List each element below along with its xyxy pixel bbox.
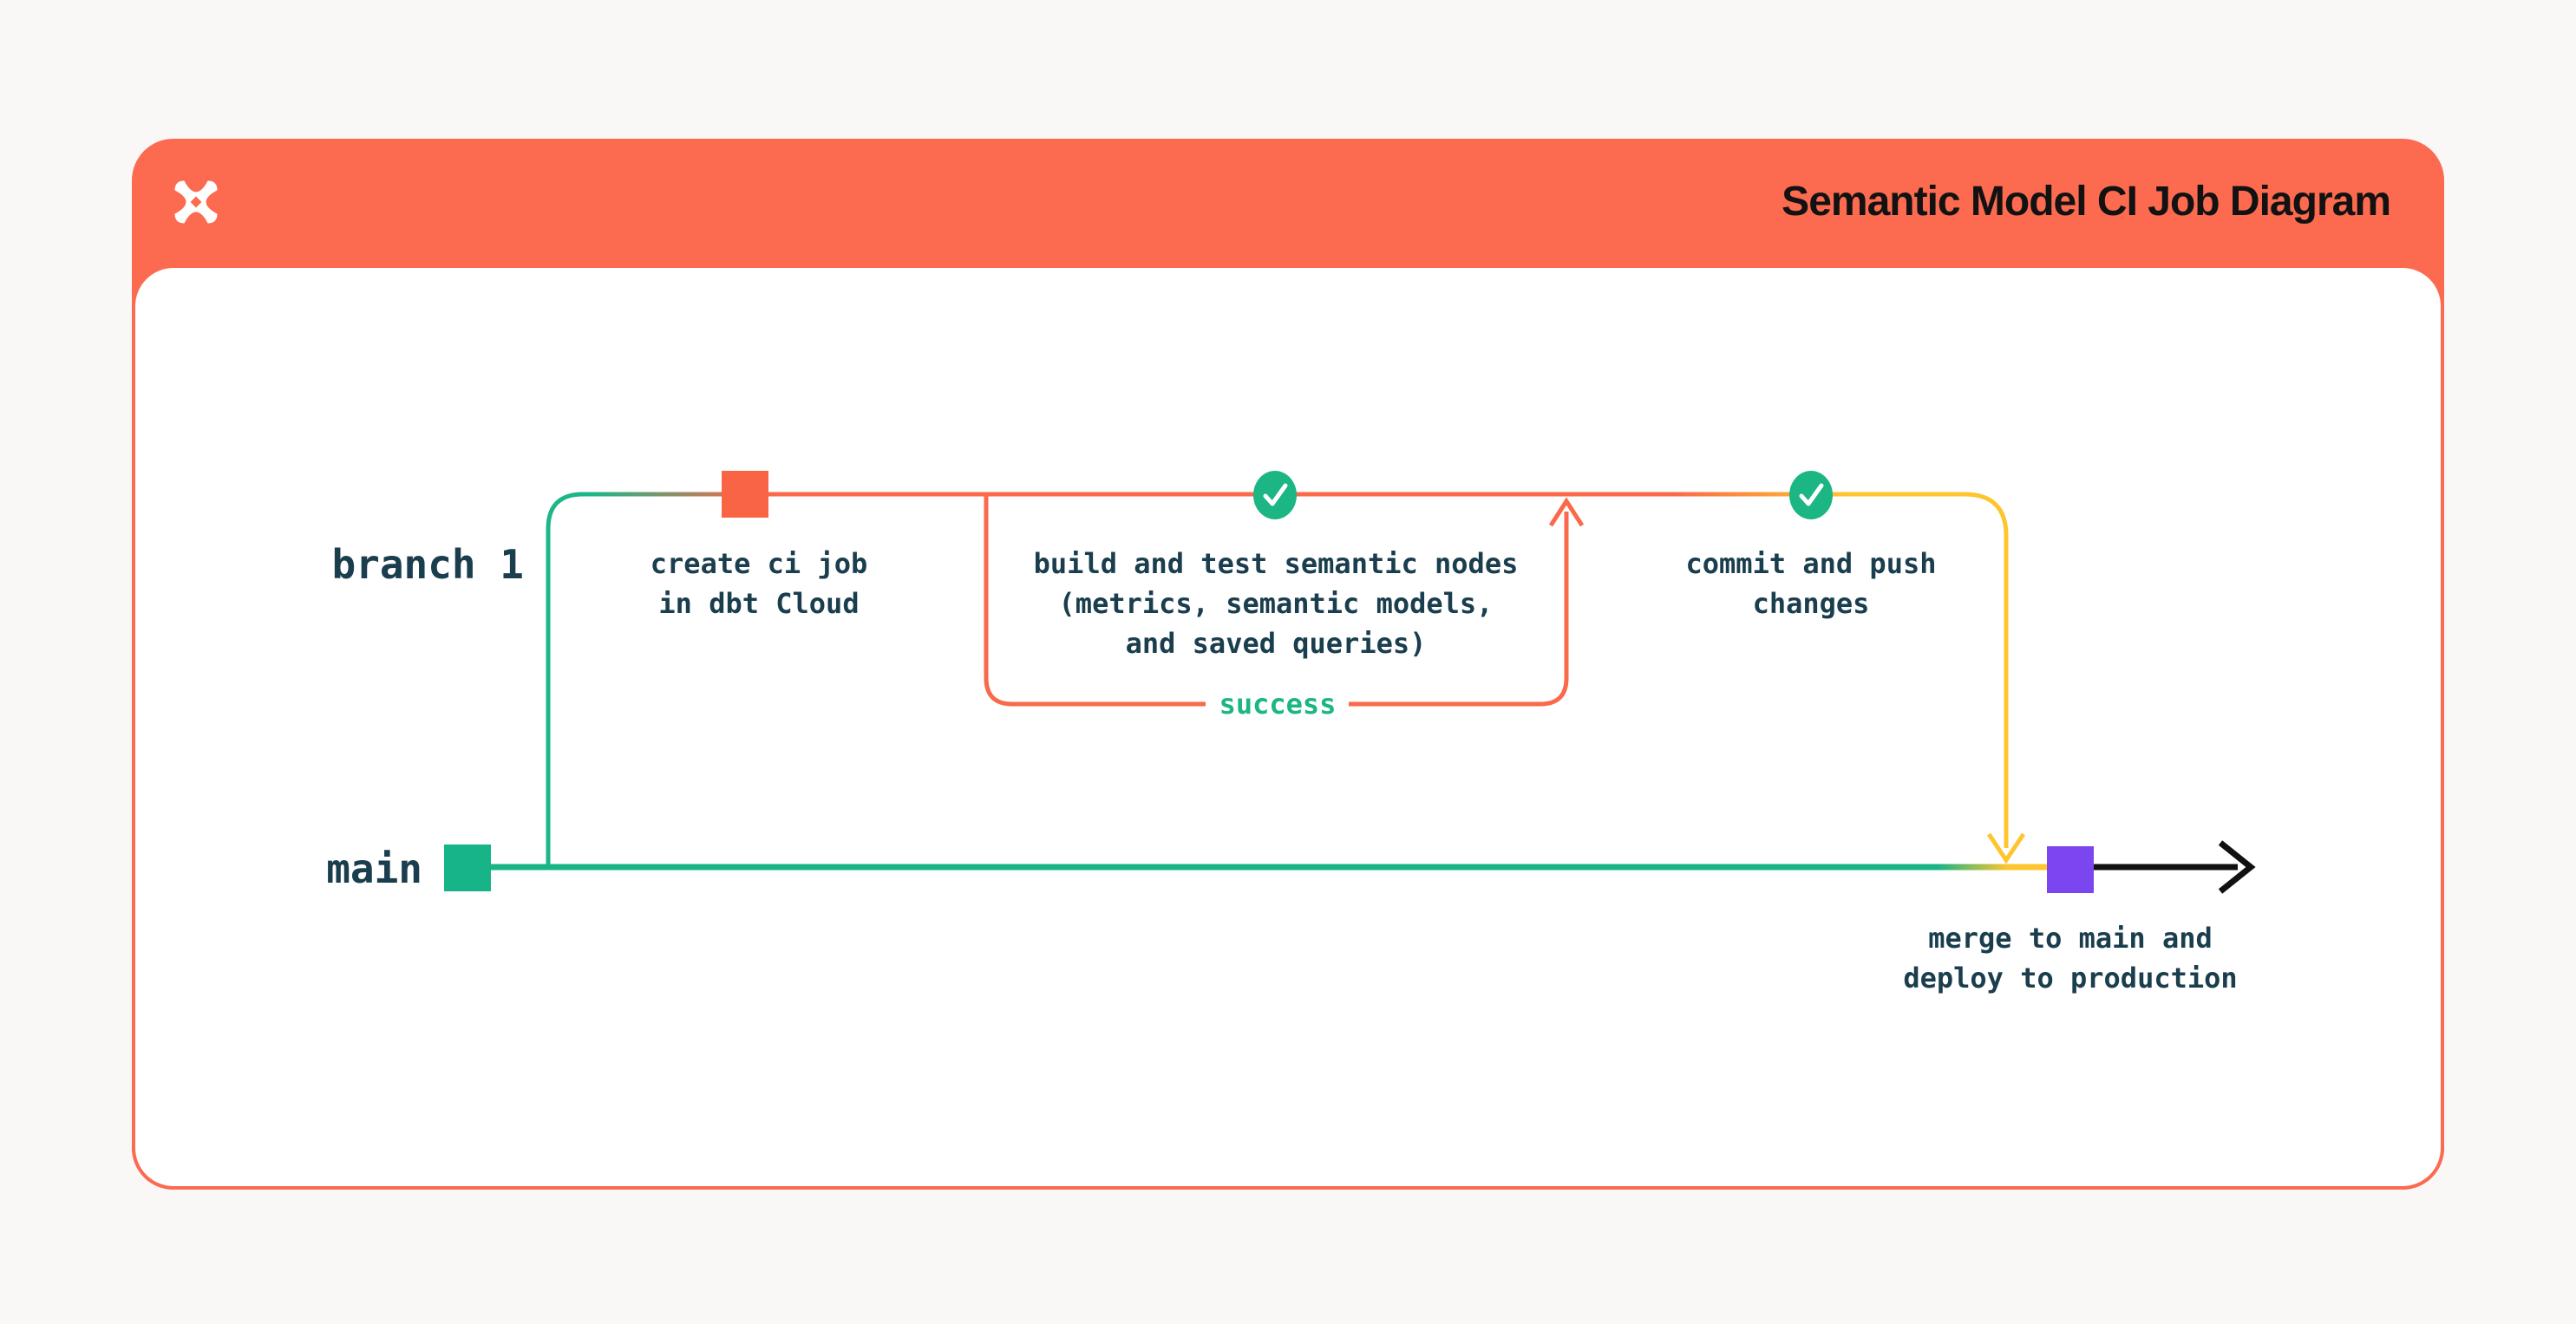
card-header: Semantic Model CI Job Diagram (132, 139, 2444, 264)
check-icon-build (1253, 471, 1297, 519)
main-commit-square (444, 845, 491, 891)
success-loop-right (1349, 512, 1569, 707)
create-ci-job-label: create ci job in dbt Cloud (650, 547, 868, 620)
merge-arrowhead-icon (1986, 832, 2026, 864)
success-loop-left (984, 494, 1206, 707)
merge-commit-square (2047, 846, 2094, 893)
check-icon-commit (1789, 471, 1833, 519)
card-body (132, 264, 2444, 1190)
merge-deploy-label: merge to main and deploy to production (1903, 922, 2238, 995)
branch-1-label: branch 1 (331, 541, 524, 588)
success-loop-arrowhead-icon (1548, 497, 1585, 527)
production-arrowhead-icon (2218, 840, 2256, 894)
dbt-logo-icon (174, 180, 218, 223)
create-ci-job-commit-square (722, 471, 768, 518)
build-test-label: build and test semantic nodes (metrics, … (1033, 547, 1519, 660)
commit-push-label: commit and push changes (1685, 547, 1937, 620)
diagram-card: Semantic Model CI Job Diagram (132, 139, 2444, 1190)
success-label: success (1219, 688, 1337, 721)
page-title: Semantic Model CI Job Diagram (1782, 179, 2391, 225)
main-label: main (326, 845, 422, 892)
branch-1-line (546, 492, 2009, 867)
